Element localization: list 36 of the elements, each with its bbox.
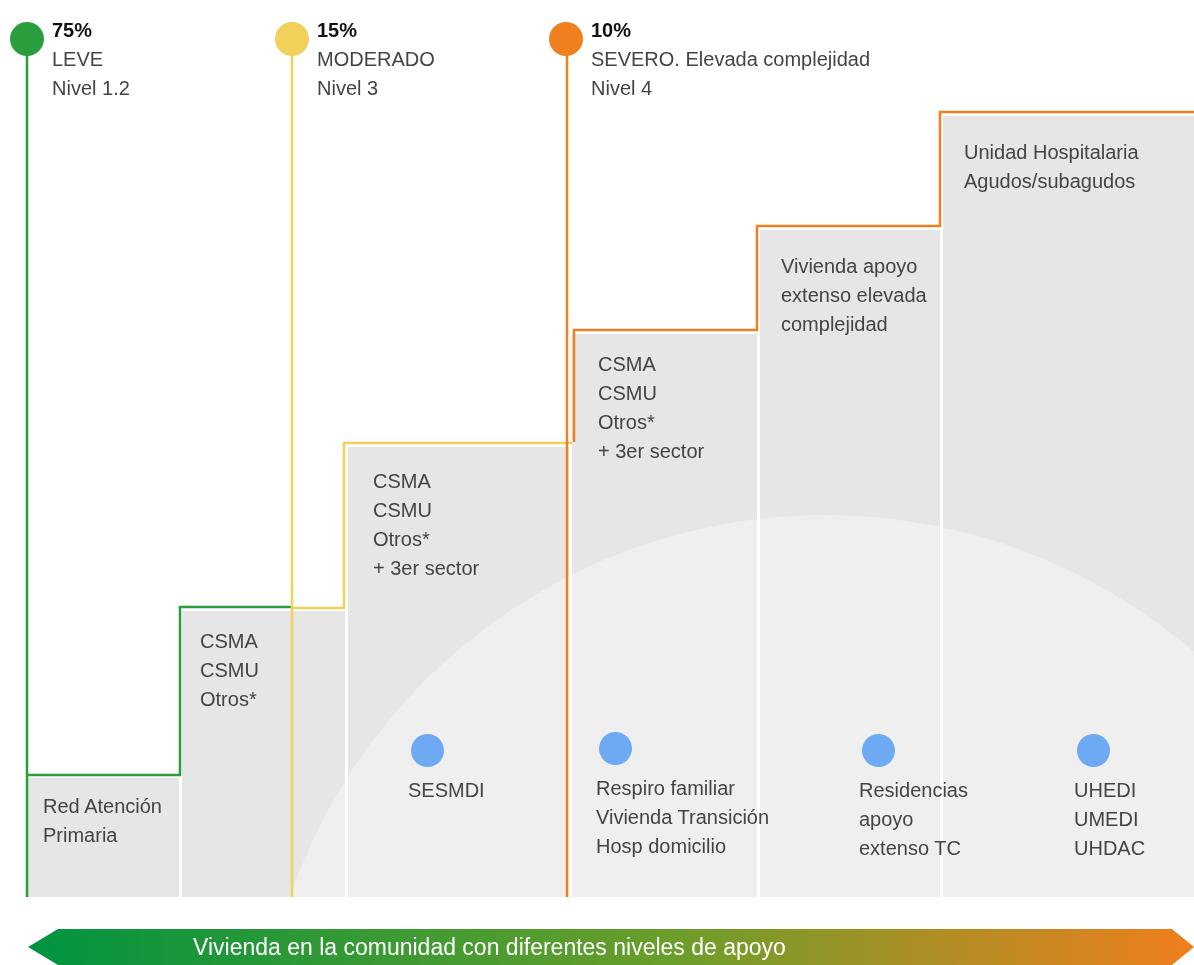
level-label: Nivel 3 [317, 76, 380, 101]
service-label: CSMA [200, 629, 259, 654]
level-label: Nivel 4 [591, 76, 654, 101]
resource-label: Hosp domicilio [596, 834, 728, 859]
level-label: SEVERO. Elevada complejidad [591, 47, 872, 72]
resource-label: Residencias apoyo extenso TC [859, 778, 969, 861]
resource-label: UMEDI [1074, 807, 1140, 832]
percentage-label: 75% [52, 18, 94, 43]
service-label: CSMU [373, 498, 433, 523]
service-label: CSMA [373, 469, 432, 494]
banner-text: Vivienda en la comunidad con diferentes niveles de apoyo [193, 933, 786, 962]
resource-label: Respiro familiar [596, 776, 736, 801]
resource-label: UHEDI [1074, 778, 1138, 803]
percentage-label: 10% [591, 18, 633, 43]
level-label: LEVE [52, 47, 105, 72]
level-label: Nivel 1.2 [52, 76, 131, 101]
service-label: Unidad Hospitalaria Agudos/subagudos [964, 140, 1140, 194]
resource-label: SESMDI [408, 778, 486, 803]
resource-label: UHDAC [1074, 836, 1147, 861]
service-label: + 3er sector [598, 439, 706, 464]
resource-label: Vivienda Transición [596, 805, 771, 830]
service-label: Otros* [200, 687, 258, 712]
step-block [348, 447, 569, 897]
service-label: CSMU [200, 658, 260, 683]
step-block [27, 778, 179, 897]
service-label: Vivienda apoyo extenso elevada complejidad [781, 254, 928, 337]
service-label: CSMU [598, 381, 658, 406]
service-label: Red Atención Primaria [43, 794, 163, 848]
level-label: MODERADO [317, 47, 436, 72]
service-label: + 3er sector [373, 556, 481, 581]
service-label: CSMA [598, 352, 657, 377]
percentage-label: 15% [317, 18, 359, 43]
double-arrow-banner [28, 929, 1194, 965]
step-block [182, 611, 345, 897]
service-label: Otros* [373, 527, 431, 552]
service-label: Otros* [598, 410, 656, 435]
